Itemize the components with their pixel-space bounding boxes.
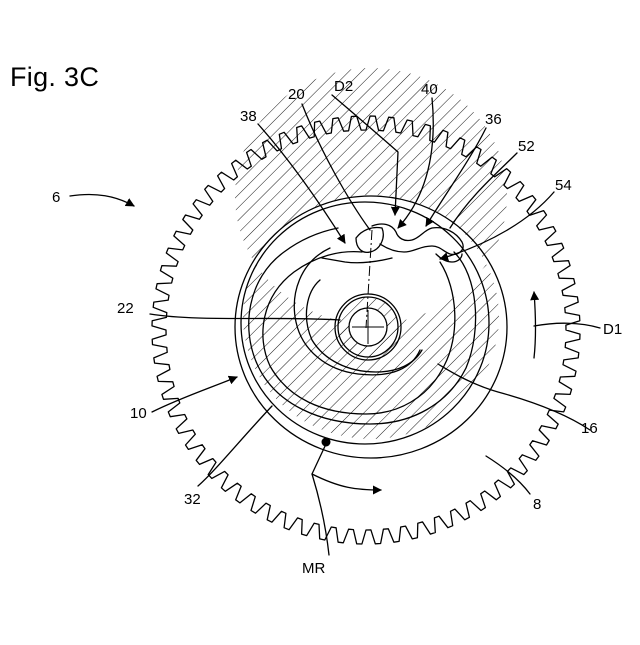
latch-notch [436,254,462,262]
label-8: 8 [533,496,541,513]
figure-title: Fig. 3C [10,62,99,93]
cam-tooth [356,227,383,252]
label-32: 32 [184,491,201,508]
label-36: 36 [485,111,502,128]
label-38: 38 [240,108,257,125]
label-MR: MR [302,560,325,577]
label-D2: D2 [334,78,353,95]
label-6: 6 [52,189,60,206]
label-16: 16 [581,420,598,437]
label-10: 10 [130,405,147,422]
label-D1: D1 [603,321,622,338]
label-22: 22 [117,300,134,317]
label-20: 20 [288,86,305,103]
latch-pawl [372,224,463,254]
label-54: 54 [555,177,572,194]
label-52: 52 [518,138,535,155]
label-40: 40 [421,81,438,98]
